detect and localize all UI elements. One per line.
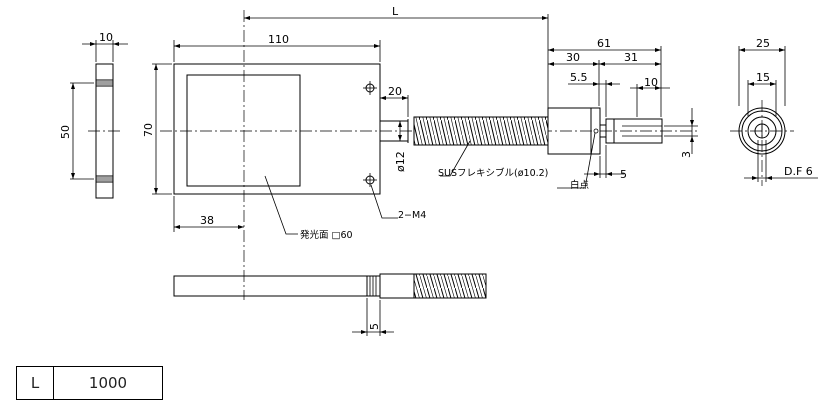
bottom-view: 5 — [173, 273, 487, 336]
table-row: L 1000 — [16, 366, 163, 400]
dim-offset: 38 — [200, 214, 214, 227]
dim-stub-dia: ø12 — [394, 151, 407, 172]
flexible-tube — [413, 116, 549, 146]
end-view: 25 15 D.F 6 — [730, 37, 818, 186]
dim-side-height: 50 — [59, 125, 72, 139]
dim-thickness: 10 — [99, 31, 113, 44]
label-white-dot: 白点 — [570, 179, 590, 191]
dim-housing-30: 30 — [566, 51, 580, 64]
dim-housing-31: 31 — [624, 51, 638, 64]
dim-body-width: 110 — [268, 33, 289, 46]
dim-housing-total: 61 — [597, 37, 611, 50]
light-body — [173, 63, 381, 195]
bottom-tube — [413, 273, 487, 299]
dim-body-height: 70 — [142, 123, 155, 137]
emitting-surface — [186, 74, 301, 187]
label-tube: SUSフレキシブル(ø10.2) — [438, 167, 548, 179]
dim-total-length: L — [392, 5, 399, 18]
dim-cut-3: 3 — [680, 151, 693, 158]
dim-step-5: 5 — [620, 168, 627, 181]
dim-end-df: D.F 6 — [784, 165, 813, 178]
dim-end-inner: 15 — [756, 71, 770, 84]
front-view: 110 70 38 L 20 ø12 — [142, 5, 700, 300]
dim-stem-10: 10 — [644, 76, 658, 89]
label-mount: 2−M4 — [398, 210, 426, 221]
label-emitting-surface: 発光面 □60 — [300, 229, 353, 241]
table-value: 1000 — [53, 366, 163, 400]
output-stem — [605, 118, 663, 144]
side-view: 10 50 — [59, 31, 128, 199]
dim-bottom-5: 5 — [368, 323, 381, 330]
dim-stub-length: 20 — [388, 85, 402, 98]
dim-housing-5-5: 5.5 — [570, 71, 588, 84]
white-dot-marker — [593, 128, 599, 134]
spec-table: L 1000 — [16, 366, 163, 400]
dim-end-dia: 25 — [756, 37, 770, 50]
table-key: L — [16, 366, 54, 400]
bottom-body — [173, 275, 381, 297]
